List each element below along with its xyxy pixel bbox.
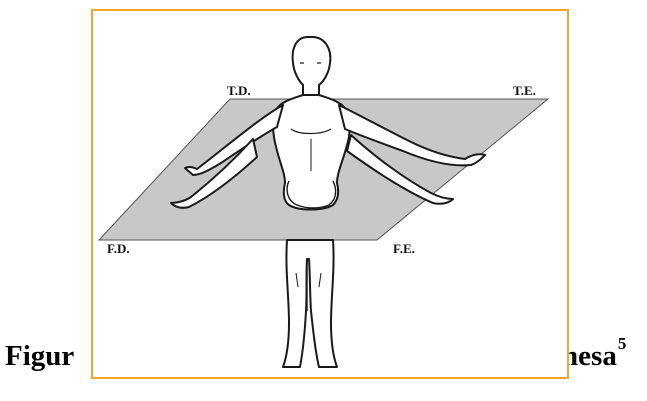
label-front-right-side: F.D. <box>107 241 130 256</box>
caption-left-fragment: Figur <box>5 340 74 373</box>
human-figure-lower <box>283 240 337 367</box>
plane-diagram: T.D. T.E. F.D. F.E. <box>93 11 567 377</box>
label-top-right-side: T.D. <box>227 83 251 98</box>
label-top-left-side: T.E. <box>513 83 536 98</box>
caption-superscript: 5 <box>618 334 627 353</box>
label-front-left-side: F.E. <box>393 241 415 256</box>
figure-frame: T.D. T.E. F.D. F.E. <box>91 9 569 379</box>
human-figure-head <box>293 37 331 95</box>
